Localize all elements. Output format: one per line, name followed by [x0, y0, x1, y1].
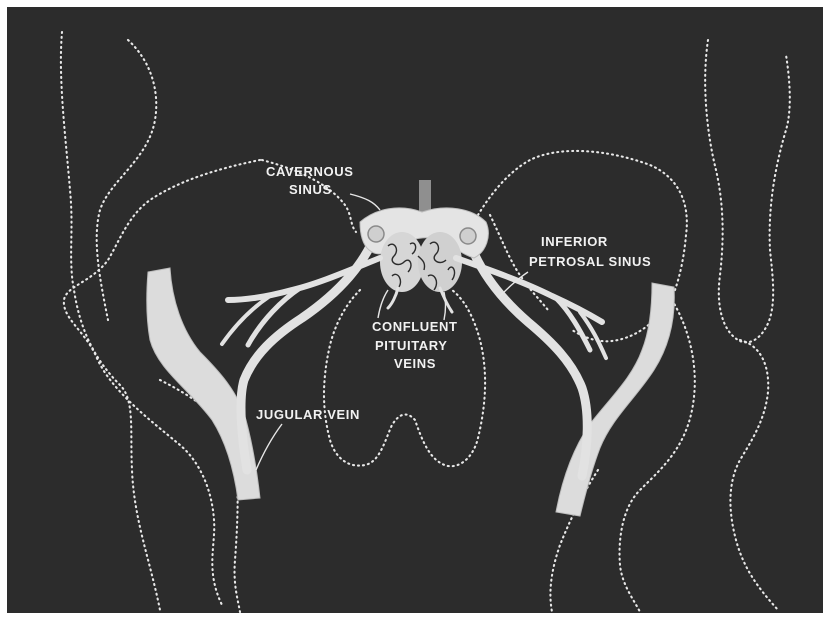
venous-anatomy-diagram: CAVERNOUS SINUS INFERIOR PETROSAL SINUS …: [7, 7, 823, 613]
inferior-petrosal-label-line1: INFERIOR: [541, 234, 608, 249]
confluent-vein-left: [388, 288, 398, 308]
left-outer-contour: [61, 32, 160, 610]
cavernous-sinus-label-line1: CAVERNOUS: [266, 164, 354, 179]
cavernous-sinus-leader: [350, 194, 380, 210]
diagram-frame: CAVERNOUS SINUS INFERIOR PETROSAL SINUS …: [7, 7, 823, 613]
left-temporal-contour: [64, 160, 260, 605]
cavernous-sinus-label-line2: SINUS: [289, 182, 332, 197]
confluent-leader-left: [378, 290, 388, 318]
pituitary-gland: [380, 232, 462, 292]
right-lower-contour: [730, 340, 778, 610]
right-inferior-petrosal-sinus: [468, 238, 587, 476]
sella-outline: [324, 290, 485, 466]
inferior-petrosal-label-line2: PETROSAL SINUS: [529, 254, 651, 269]
jugular-leader: [256, 424, 282, 470]
confluent-label-line2: PITUITARY: [375, 338, 448, 353]
right-outer-contour: [705, 40, 790, 342]
right-carotid-ring: [460, 228, 476, 244]
jugular-vein-label: JUGULAR VEIN: [256, 407, 360, 422]
confluent-leader-right: [444, 292, 446, 320]
confluent-label-line3: VEINS: [394, 356, 436, 371]
left-carotid-ring: [368, 226, 384, 242]
confluent-label-line1: CONFLUENT: [372, 319, 458, 334]
